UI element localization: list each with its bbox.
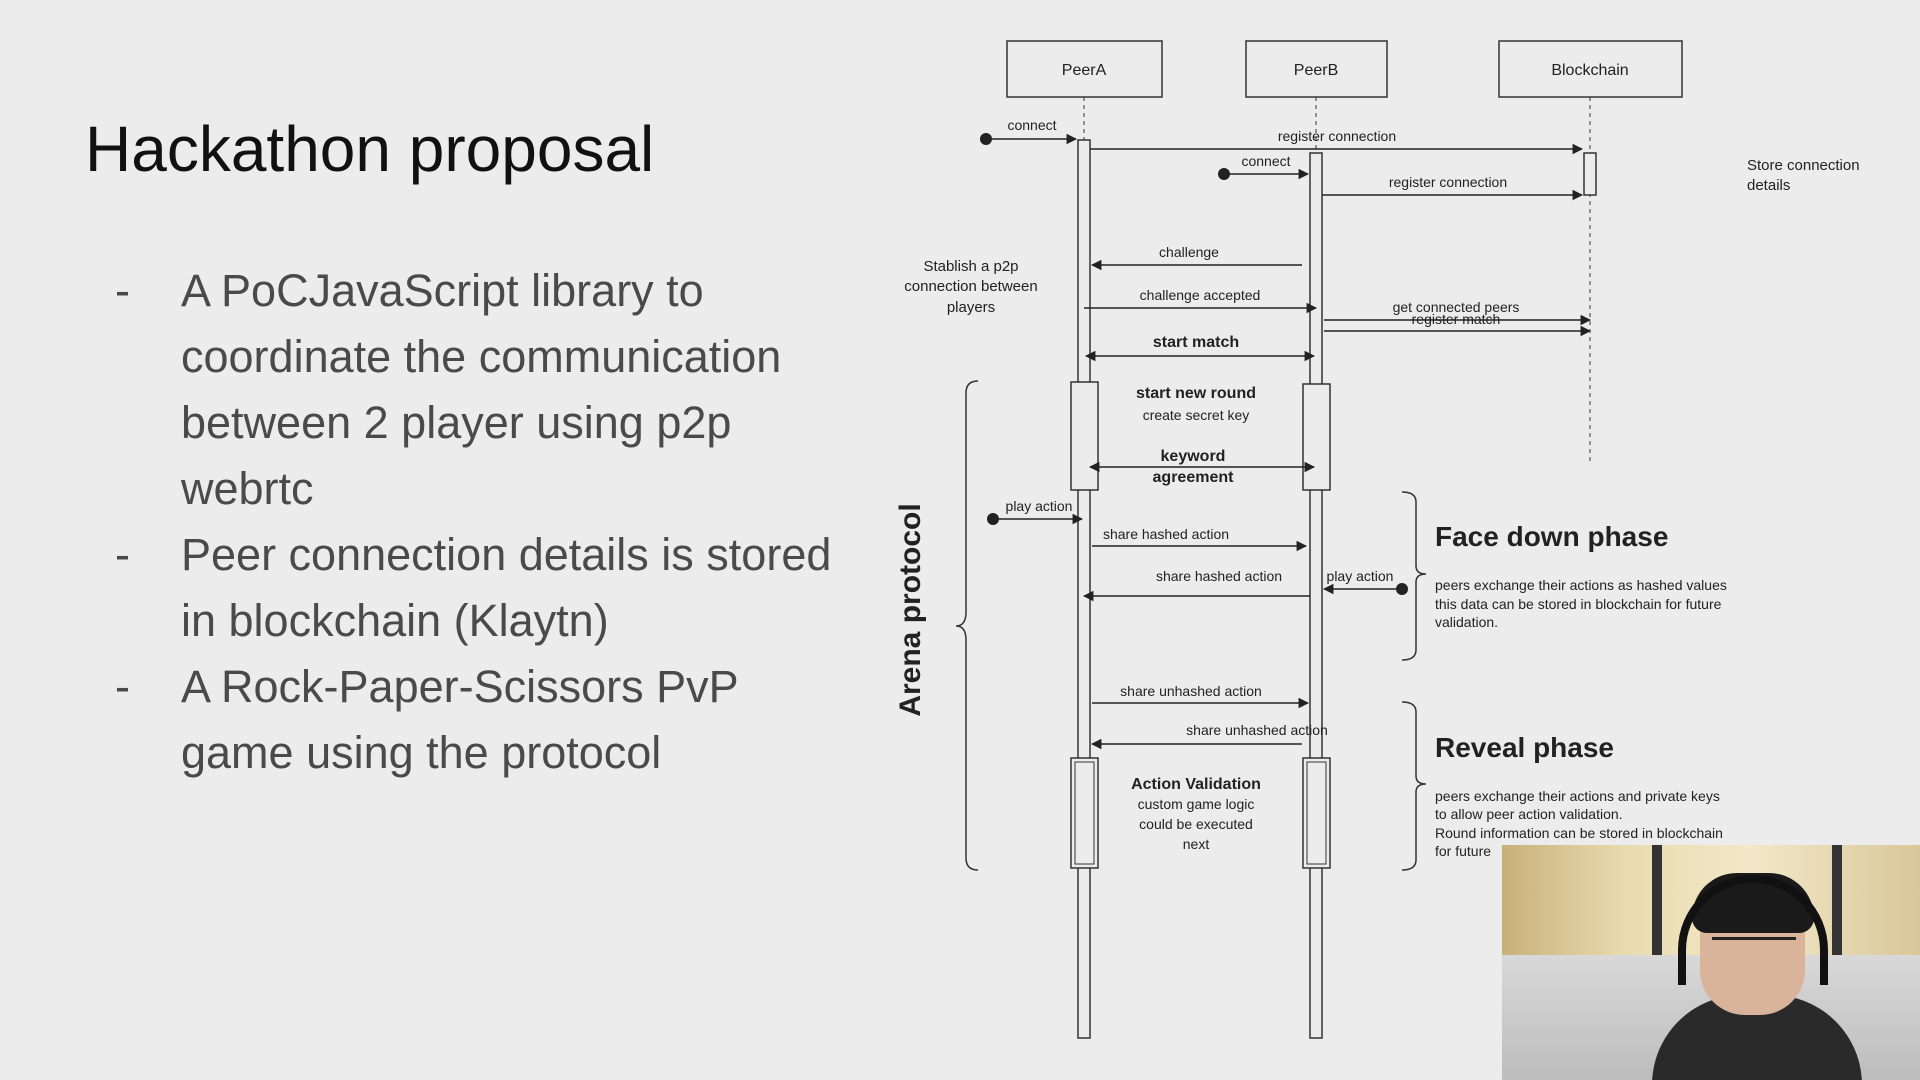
message-label: share unhashed action (1120, 683, 1262, 699)
message-label: get connected peers (1393, 299, 1520, 315)
note-start-new-round: start new round (1136, 385, 1256, 402)
message-label: challenge (1159, 244, 1219, 260)
participant-peerb: PeerB (1245, 40, 1388, 98)
note-custom-logic: next (1183, 836, 1210, 852)
participant-label: PeerB (1294, 62, 1338, 79)
bullet-item: - Peer connection details is stored in b… (115, 522, 835, 654)
message-label: register connection (1389, 174, 1507, 190)
slide-title: Hackathon proposal (85, 113, 655, 185)
webcam-overlay (1502, 845, 1920, 1080)
participant-label: Blockchain (1551, 62, 1628, 79)
reveal-brace (1401, 701, 1427, 871)
webcam-background (1652, 845, 1662, 955)
arena-brace (955, 380, 979, 871)
note-stablish: connection between (904, 278, 1037, 295)
bullet-text: A Rock-Paper-Scissors PvP game using the… (181, 661, 738, 778)
bullet-list: - A PoCJavaScript library to coordinate … (115, 258, 835, 786)
face-down-text: this data can be stored in blockchain fo… (1435, 596, 1722, 612)
message-label: start match (1153, 334, 1239, 351)
reveal-title: Reveal phase (1435, 732, 1614, 763)
glasses-icon (1712, 937, 1796, 962)
message-label: agreement (1153, 469, 1235, 486)
message-label: keyword (1161, 448, 1226, 465)
activation-peerb (1309, 152, 1323, 1039)
reveal-text: to allow peer action validation. (1435, 806, 1623, 822)
message-label: connect (1241, 153, 1290, 169)
participant-blockchain: Blockchain (1498, 40, 1683, 98)
round-box-peera (1070, 381, 1099, 491)
message-label: play action (1006, 498, 1073, 514)
message-label: share hashed action (1103, 526, 1229, 542)
bullet-marker: - (115, 661, 130, 712)
note-custom-logic: could be executed (1139, 816, 1253, 832)
activation-blockchain (1583, 152, 1597, 196)
reveal-text: Round information can be stored in block… (1435, 825, 1723, 841)
message-label: share unhashed action (1186, 722, 1328, 738)
bullet-text: Peer connection details is stored in blo… (181, 529, 832, 646)
note-store-connection: details (1747, 177, 1790, 194)
bullet-marker: - (115, 265, 130, 316)
message-label: play action (1327, 568, 1394, 584)
note-stablish: Stablish a p2p (923, 258, 1018, 275)
bullet-marker: - (115, 529, 130, 580)
note-custom-logic: custom game logic (1138, 796, 1255, 812)
message-label: challenge accepted (1140, 287, 1261, 303)
message-label: share hashed action (1156, 568, 1282, 584)
webcam-background (1832, 845, 1842, 955)
note-create-secret-key: create secret key (1143, 407, 1250, 423)
headphones-icon (1678, 875, 1828, 985)
activation-peera (1077, 139, 1091, 1039)
face-down-brace (1401, 491, 1427, 661)
participant-label: PeerA (1062, 62, 1107, 79)
note-action-validation: Action Validation (1131, 776, 1261, 793)
message-label: register match (1412, 311, 1501, 327)
face-down-text: peers exchange their actions as hashed v… (1435, 577, 1727, 593)
note-stablish: players (947, 299, 995, 316)
face-down-title: Face down phase (1435, 521, 1668, 552)
bullet-text: A PoCJavaScript library to coordinate th… (181, 265, 782, 514)
bullet-item: - A PoCJavaScript library to coordinate … (115, 258, 835, 522)
bullet-item: - A Rock-Paper-Scissors PvP game using t… (115, 654, 835, 786)
face-down-text: validation. (1435, 614, 1498, 630)
participant-peera: PeerA (1006, 40, 1163, 98)
message-label: connect (1007, 117, 1056, 133)
reveal-text: for future (1435, 843, 1491, 859)
note-store-connection: Store connection (1747, 157, 1860, 174)
round-box-peerb (1302, 383, 1331, 491)
message-label: register connection (1278, 128, 1396, 144)
arena-protocol-label: Arena protocol (894, 503, 927, 716)
reveal-text: peers exchange their actions and private… (1435, 788, 1720, 804)
